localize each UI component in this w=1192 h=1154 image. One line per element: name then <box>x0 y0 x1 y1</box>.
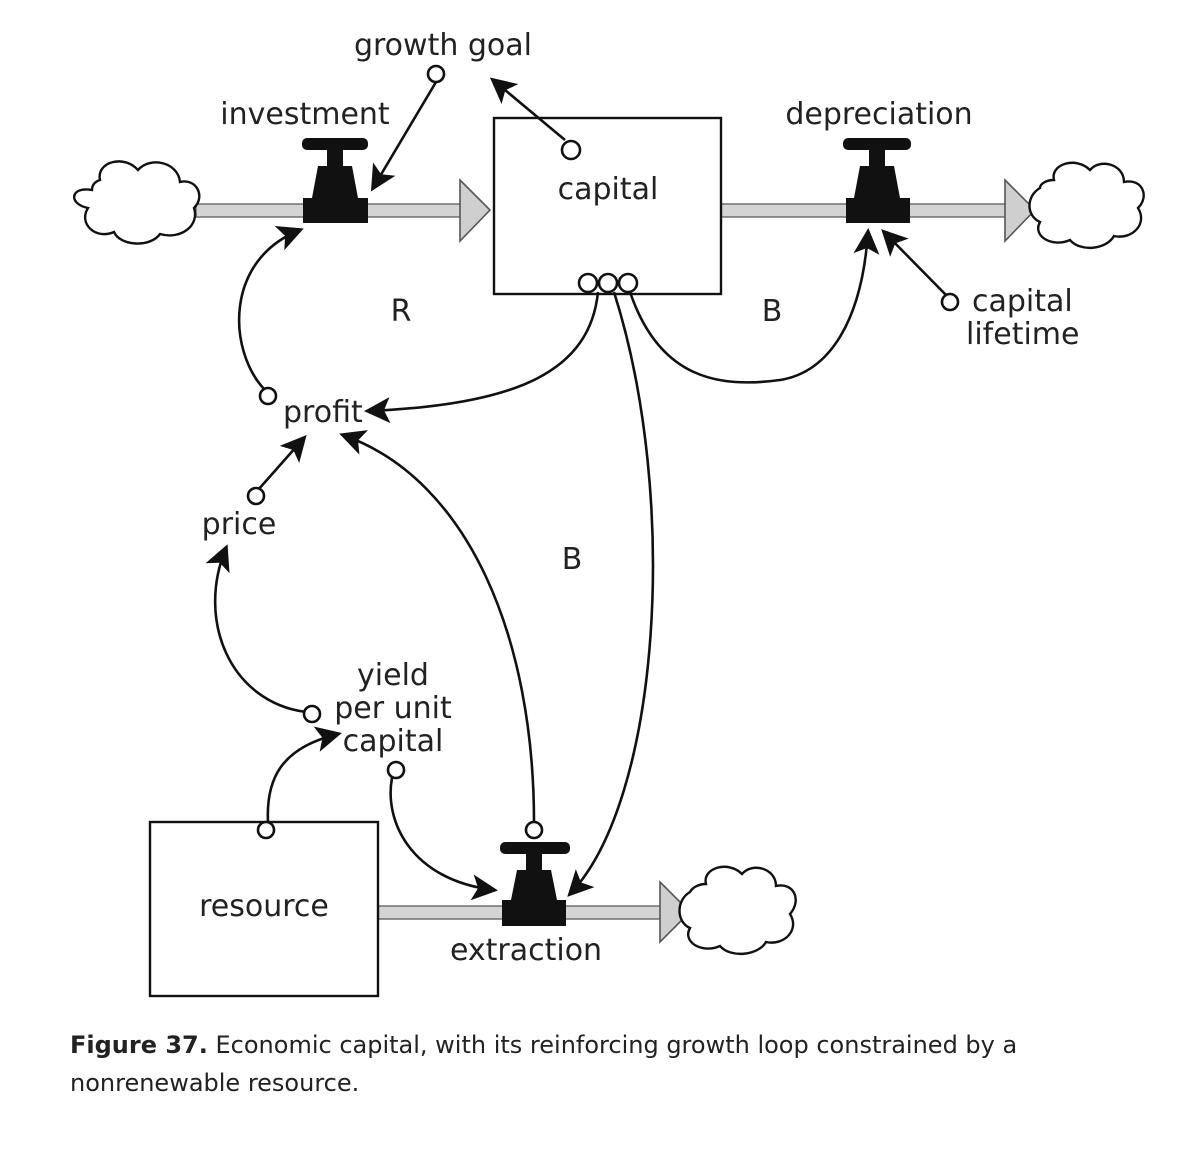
profit-connector-circle <box>258 386 278 406</box>
capital-lifetime-connector-circle <box>940 292 960 312</box>
link-profit-to-investment <box>237 226 304 390</box>
link-yield-to-extraction <box>389 777 498 901</box>
resource-label: resource <box>199 889 329 924</box>
link-resource-to-yield <box>266 726 342 823</box>
extraction-valve-icon <box>500 842 570 926</box>
capital-lifetime-label-line2: lifetime <box>966 317 1079 352</box>
yield-label-line2: per unit <box>334 691 452 726</box>
price-connector-circle <box>246 486 266 506</box>
link-growth-goal-to-investment <box>370 81 438 192</box>
depreciation-flow-arrowhead <box>1004 178 1037 243</box>
extraction-label: extraction <box>450 933 602 968</box>
investment-label: investment <box>220 97 390 132</box>
depreciation-label: depreciation <box>785 97 972 132</box>
price-label: price <box>202 507 277 542</box>
link-yield-to-price <box>205 544 307 714</box>
link-capital-to-growth-goal <box>489 77 566 141</box>
figure-caption: Figure 37. Economic capital, with its re… <box>70 1026 1150 1102</box>
balancing-loop-marker-depreciation: B <box>762 294 783 329</box>
reinforcing-loop-marker: R <box>391 294 412 329</box>
source-cloud-left <box>73 160 201 245</box>
yield-connector-circle-left <box>302 704 322 724</box>
capital-connector-circle-3 <box>617 272 639 294</box>
investment-valve-icon <box>302 138 368 223</box>
growth-goal-connector-circle <box>426 64 446 84</box>
yield-label-line3: capital <box>343 724 444 759</box>
link-price-to-profit <box>257 435 307 491</box>
depreciation-valve-icon <box>843 138 911 223</box>
balancing-loop-marker-extraction: B <box>562 542 583 577</box>
extraction-connector-circle <box>524 820 544 840</box>
yield-label-line1: yield <box>357 658 429 693</box>
capital-connector-circle-1 <box>577 272 599 294</box>
extraction-flow-arrowhead <box>659 880 692 944</box>
capital-lifetime-label-line1: capital <box>972 284 1073 319</box>
sink-cloud-right <box>1028 161 1145 249</box>
profit-label: profit <box>283 395 363 430</box>
sink-cloud-bottom <box>678 865 797 955</box>
link-capital-to-profit <box>364 291 600 424</box>
link-capital-to-extraction <box>567 291 655 897</box>
link-capital-lifetime-to-depreciation <box>881 229 948 297</box>
figure-caption-text: Economic capital, with its reinforcing g… <box>70 1031 1018 1097</box>
growth-goal-label: growth goal <box>354 28 532 63</box>
capital-connector-circle-top <box>560 139 582 161</box>
investment-flow-arrowhead <box>459 178 492 243</box>
figure-number: Figure 37. <box>70 1031 208 1059</box>
resource-stock-box <box>148 820 380 998</box>
link-capital-to-depreciation <box>628 228 880 384</box>
resource-connector-circle <box>256 820 276 840</box>
yield-connector-circle-bottom <box>386 760 406 780</box>
capital-connector-circle-2 <box>597 272 619 294</box>
capital-label: capital <box>558 172 659 207</box>
link-extraction-to-profit <box>339 430 536 823</box>
capital-stock-box <box>492 116 723 296</box>
